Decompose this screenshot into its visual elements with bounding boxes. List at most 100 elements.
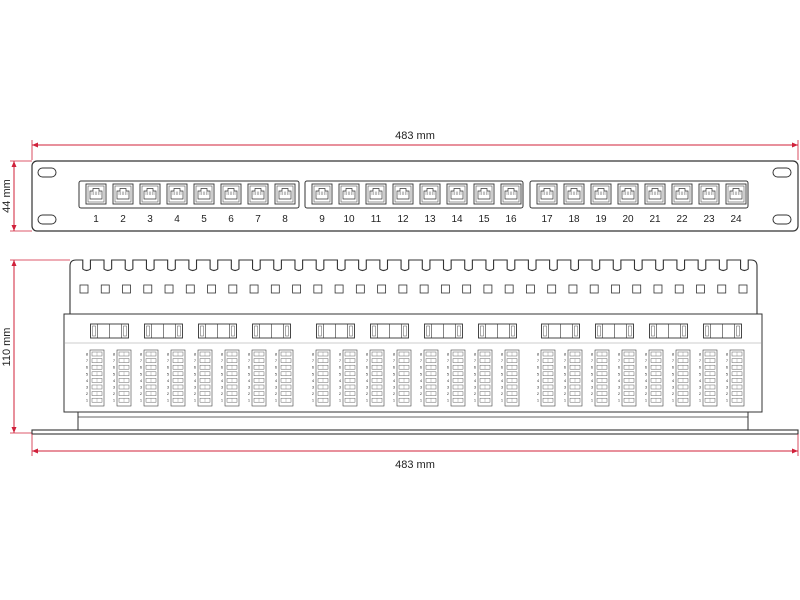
pin-label: 2 [618, 391, 621, 396]
pin-label: 3 [366, 385, 369, 390]
pin-label: 5 [618, 371, 621, 376]
pin-label: 3 [699, 385, 702, 390]
mount-slot-bottom-left [37, 214, 57, 225]
front-plate-edge [31, 429, 799, 435]
pin-label: 5 [339, 371, 342, 376]
mount-slot-top-right [772, 167, 792, 178]
port-number-label: 17 [541, 214, 553, 225]
pin-label: 7 [366, 358, 369, 363]
tie-hole [653, 284, 663, 294]
pin-label: 2 [366, 391, 369, 396]
pin-label: 6 [474, 365, 477, 370]
pin-label: 7 [393, 358, 396, 363]
pin-label: 6 [312, 365, 315, 370]
pin-label: 8 [248, 352, 251, 357]
rj45-port-1 [85, 183, 107, 205]
rj45-port-3 [139, 183, 161, 205]
pin-label: 2 [167, 391, 170, 396]
pin-label: 6 [248, 365, 251, 370]
pin-label: 2 [194, 391, 197, 396]
pin-label: 1 [140, 398, 143, 403]
pin-label: 5 [248, 371, 251, 376]
pin-label: 3 [248, 385, 251, 390]
rj45-port-10 [338, 183, 360, 205]
tie-hole [738, 284, 748, 294]
pin-label: 4 [537, 378, 540, 383]
pin-label: 3 [275, 385, 278, 390]
pin-label: 5 [312, 371, 315, 376]
pin-label: 2 [420, 391, 423, 396]
pin-label: 4 [275, 378, 278, 383]
module-block [252, 323, 291, 339]
pin-label: 1 [618, 398, 621, 403]
pin-label: 5 [167, 371, 170, 376]
pin-label: 1 [248, 398, 251, 403]
pin-label: 1 [312, 398, 315, 403]
pin-label: 7 [339, 358, 342, 363]
tie-hole [313, 284, 323, 294]
pin-label: 6 [672, 365, 675, 370]
tie-hole [185, 284, 195, 294]
pin-label: 7 [221, 358, 224, 363]
pin-label: 1 [501, 398, 504, 403]
rj45-port-12 [392, 183, 414, 205]
pin-label: 7 [312, 358, 315, 363]
pin-label: 3 [672, 385, 675, 390]
pin-label: 2 [86, 391, 89, 396]
tie-hole [228, 284, 238, 294]
pin-label: 8 [591, 352, 594, 357]
pin-label: 4 [474, 378, 477, 383]
bottom-width-dimension: 483 mm [31, 434, 799, 471]
pin-label: 7 [699, 358, 702, 363]
pin-label: 6 [167, 365, 170, 370]
pin-label: 8 [275, 352, 278, 357]
pin-label: 4 [167, 378, 170, 383]
tie-hole [462, 284, 472, 294]
idc-terminal-columns: 8765432187654321876543218765432187654321… [86, 349, 745, 407]
pin-label: 3 [591, 385, 594, 390]
port-number-label: 19 [595, 214, 607, 225]
pin-label: 5 [537, 371, 540, 376]
port-number-label: 13 [424, 214, 436, 225]
pin-label: 3 [86, 385, 89, 390]
pin-label: 8 [501, 352, 504, 357]
tie-hole [79, 284, 89, 294]
pin-label: 8 [366, 352, 369, 357]
front-width-label: 483 mm [395, 130, 435, 142]
rj45-port-16 [500, 183, 522, 205]
tie-hole [292, 284, 301, 294]
tie-hole [270, 284, 280, 294]
pin-label: 5 [140, 371, 143, 376]
rj45-port-22 [671, 183, 693, 205]
pin-label: 8 [194, 352, 197, 357]
rj45-port-17 [536, 183, 558, 205]
rj45-port-19 [590, 183, 612, 205]
pin-label: 7 [618, 358, 621, 363]
port-number-label: 11 [371, 214, 382, 225]
front-height-dimension: 44 mm [1, 160, 32, 232]
rear-module-blocks [90, 323, 742, 339]
pin-label: 5 [86, 371, 89, 376]
pin-label: 3 [420, 385, 423, 390]
pin-label: 5 [194, 371, 197, 376]
pin-label: 8 [726, 352, 729, 357]
pin-label: 4 [672, 378, 675, 383]
front-width-dimension: 483 mm [31, 130, 799, 160]
pin-label: 3 [447, 385, 450, 390]
pin-label: 6 [221, 365, 224, 370]
pin-label: 8 [221, 352, 224, 357]
pin-label: 8 [167, 352, 170, 357]
port-number-label: 5 [201, 214, 207, 225]
tie-hole [164, 284, 174, 294]
pin-label: 4 [564, 378, 567, 383]
